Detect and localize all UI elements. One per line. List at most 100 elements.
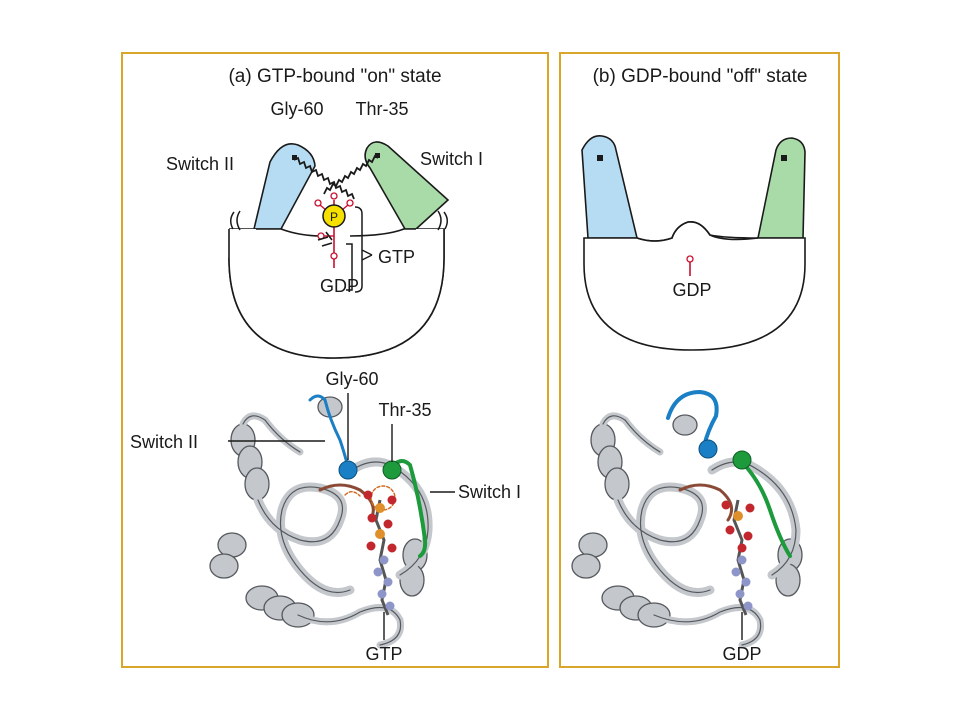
- switch2-ribbon-off: [666, 389, 719, 448]
- atom-o: [387, 543, 397, 553]
- atom-p: [375, 503, 385, 513]
- helix-coil: [578, 532, 608, 558]
- beta-sheet-edge: [257, 486, 351, 594]
- atom-o: [725, 525, 735, 535]
- body-top-right: [349, 228, 416, 237]
- atom-n: [737, 555, 747, 565]
- switch1-ribbon-off: [738, 458, 792, 558]
- panel-b-title: (b) GDP-bound "off" state: [593, 66, 808, 87]
- atom-n: [383, 577, 393, 587]
- switch1-structure-label: Switch I: [458, 482, 521, 502]
- gtp-bracket-tip: [361, 249, 373, 261]
- loop-edge: [602, 415, 661, 453]
- atom-o: [743, 531, 753, 541]
- oxygen-atom: [346, 199, 354, 207]
- atom-o: [737, 543, 747, 553]
- helix-coil: [217, 532, 247, 558]
- atom-p: [733, 511, 743, 521]
- gdp-bracket: [346, 243, 353, 291]
- loop-edge: [242, 415, 301, 453]
- gly60-sphere-off: [698, 439, 718, 459]
- switch2-ribbon: [308, 394, 350, 470]
- gdp-molecule: [721, 499, 755, 616]
- beta-sheet: [613, 482, 715, 597]
- c-term-loop-edge: [297, 606, 402, 646]
- gly60-bond: [293, 156, 355, 200]
- beta-phosphate-marks: [317, 231, 333, 247]
- atom-o: [383, 519, 393, 529]
- protein-body-outline: [228, 229, 445, 359]
- phosphate-label: P: [330, 210, 338, 224]
- oxygen-atom: [330, 192, 338, 200]
- thr35-sphere-off: [732, 450, 752, 470]
- thr35-sphere: [382, 460, 402, 480]
- phosphate-ball: [322, 204, 346, 228]
- switch2-label: Switch II: [166, 154, 234, 174]
- switch1-ribbon: [388, 459, 428, 558]
- oxygen-atom: [330, 252, 338, 260]
- atom-o: [366, 541, 376, 551]
- panel-a-title: (a) GTP-bound "on" state: [228, 66, 441, 87]
- gtp-molecule: [363, 490, 397, 616]
- p-loop-off: [678, 483, 734, 522]
- atom-n: [731, 567, 741, 577]
- helix-coil: [604, 467, 630, 501]
- atom-o: [367, 513, 377, 523]
- atom-n: [373, 567, 383, 577]
- body-top-off: [636, 220, 759, 242]
- atom-n: [735, 589, 745, 599]
- gly60-sphere: [338, 460, 358, 480]
- thr35-bond: [323, 154, 379, 195]
- switch2-region-off: [581, 134, 639, 239]
- motion-arc-right-1: [437, 210, 442, 231]
- gly60-label: Gly-60: [270, 99, 323, 119]
- gdp-structure-label: GDP: [722, 644, 761, 664]
- switch1-region: [364, 141, 450, 230]
- motion-arc-left-2: [236, 210, 241, 231]
- thr35-label: Thr-35: [355, 99, 408, 119]
- panel-a-schematic: P Gly-60 Thr-35 Switch II Switch I GTP G…: [166, 99, 483, 359]
- motion-arc-right-2: [443, 211, 448, 230]
- beta-sheet: [253, 482, 355, 597]
- gly60-marker-off: [597, 155, 603, 161]
- thr35-marker-off: [781, 155, 787, 161]
- panel-b-structure: GDP: [571, 389, 803, 664]
- panel-a-structure: Gly-60 Thr-35 Switch II Switch I GTP: [130, 369, 521, 664]
- gtp-structure-label: GTP: [365, 644, 402, 664]
- atom-o: [363, 490, 373, 500]
- gly60-structure-label: Gly-60: [325, 369, 378, 389]
- thr35-marker: [375, 153, 380, 158]
- gly60-interaction: [344, 491, 361, 497]
- helix-coil: [672, 414, 698, 436]
- gdp-schematic-label: GDP: [672, 280, 711, 300]
- oxygen-atom-off: [686, 255, 694, 263]
- gly60-marker: [292, 155, 297, 160]
- oxygen-atom: [314, 199, 322, 207]
- switch1-region-off: [757, 137, 806, 239]
- switch2-region: [252, 143, 316, 230]
- switch2-structure-label: Switch II: [130, 432, 198, 452]
- thr35-structure-label: Thr-35: [378, 400, 431, 420]
- gtp-label: GTP: [378, 247, 415, 267]
- panel-b-schematic: GDP: [581, 134, 806, 351]
- atom-n: [377, 589, 387, 599]
- beta-sheet-edge: [617, 486, 711, 594]
- panel-a-frame: [121, 52, 549, 668]
- atom-o: [745, 503, 755, 513]
- atom-o: [387, 495, 397, 505]
- atom-n: [743, 601, 753, 611]
- gdp-label: GDP: [320, 276, 359, 296]
- helix-coil: [571, 553, 601, 579]
- switch1-label: Switch I: [420, 149, 483, 169]
- motion-arc-left-1: [230, 211, 235, 230]
- atom-p: [375, 529, 385, 539]
- atom-n: [385, 601, 395, 611]
- p-loop: [318, 483, 375, 522]
- atom-n: [379, 555, 389, 565]
- helix-coil: [244, 467, 270, 501]
- atom-o: [721, 500, 731, 510]
- helix-coil: [209, 553, 239, 579]
- atom-n: [741, 577, 751, 587]
